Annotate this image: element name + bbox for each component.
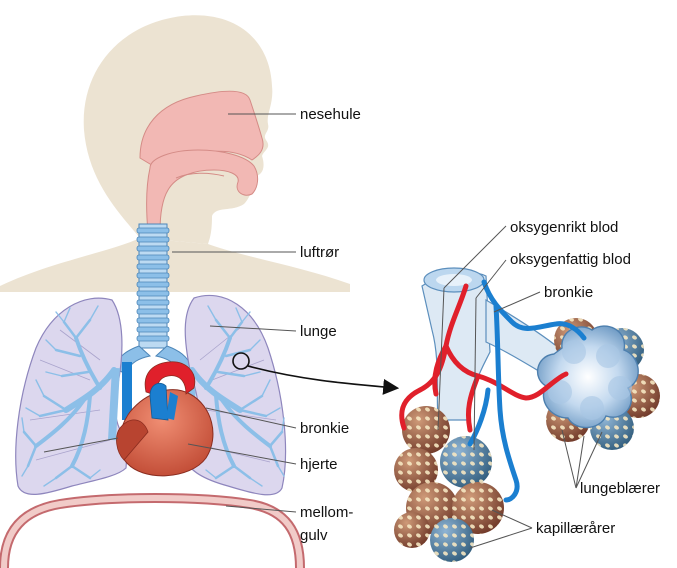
zoom-marker-circle xyxy=(232,352,250,370)
label-bronchus-right: bronkie xyxy=(544,284,593,301)
label-capillaries: kapillærårer xyxy=(536,520,615,537)
label-lung: lunge xyxy=(300,323,337,340)
nasal-cavity xyxy=(139,90,264,233)
label-trachea: luftrør xyxy=(300,244,339,261)
label-heart: hjerte xyxy=(300,456,338,473)
alveolar-sac-lower xyxy=(394,406,504,562)
label-diaphragm-line2: gulv xyxy=(300,527,328,544)
label-oxygen-poor-blood: oksygenfattig blod xyxy=(510,251,631,268)
label-nasal-cavity: nesehule xyxy=(300,106,361,123)
diaphragm xyxy=(0,493,305,568)
label-diaphragm-line1: mellom- xyxy=(300,504,353,521)
label-bronchus-left: bronkie xyxy=(300,420,349,437)
label-oxygen-rich-blood: oksygenrikt blod xyxy=(510,219,618,236)
heart xyxy=(116,361,214,477)
magnified-alveoli xyxy=(394,267,660,562)
zoom-arrow xyxy=(247,365,400,395)
leader-lines xyxy=(43,113,603,549)
label-alveoli: lungeblærer xyxy=(580,480,660,497)
trachea-tube xyxy=(113,223,193,375)
alveolar-sac-upper xyxy=(536,318,660,450)
oxygen-poor-vessel xyxy=(467,279,587,503)
oxygen-rich-vessel xyxy=(399,283,569,433)
